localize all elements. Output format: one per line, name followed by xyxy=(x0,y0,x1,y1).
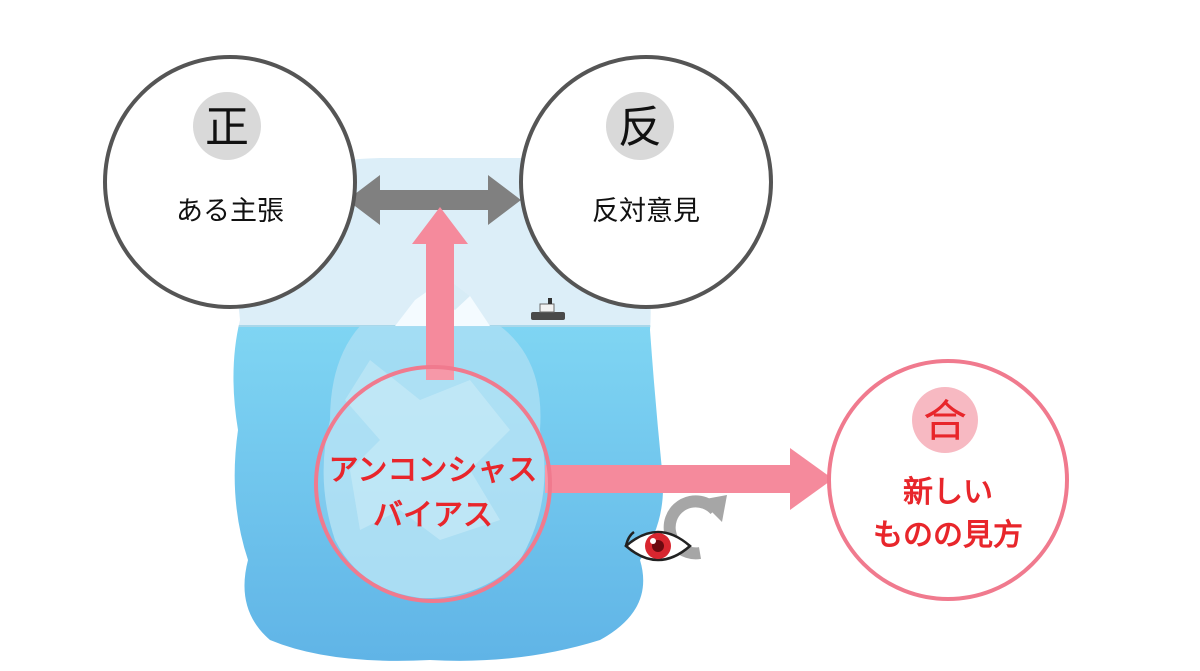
thesis-circle xyxy=(103,55,357,309)
thesis-label: ある主張 xyxy=(176,196,284,227)
synthesis-kanji-badge xyxy=(912,387,978,453)
right-arrow-icon xyxy=(545,448,833,510)
bias-circle xyxy=(314,365,552,603)
double-arrow-icon xyxy=(347,175,521,225)
bias-label-line2: バイアス xyxy=(373,498,493,533)
synthesis-kanji: 合 xyxy=(923,396,967,447)
up-arrow-icon xyxy=(412,207,468,380)
eye-icon xyxy=(624,530,692,562)
synthesis-node: 合 新しい ものの見方 xyxy=(827,359,1069,601)
antithesis-circle xyxy=(519,55,773,309)
antithesis-kanji-badge xyxy=(606,92,674,160)
bias-node: アンコンシャス バイアス xyxy=(314,365,552,603)
thesis-kanji: 正 xyxy=(205,102,249,153)
synthesis-circle xyxy=(827,359,1069,601)
ship-icon xyxy=(531,298,565,320)
thesis-kanji-badge xyxy=(193,92,261,160)
synthesis-label-line2: ものの見方 xyxy=(873,518,1023,553)
antithesis-node: 反 反対意見 xyxy=(519,55,773,309)
bias-label-line1: アンコンシャス xyxy=(329,453,538,488)
synthesis-label-line1: 新しい xyxy=(903,475,993,510)
antithesis-kanji: 反 xyxy=(618,102,662,153)
antithesis-label: 反対意見 xyxy=(592,196,700,227)
thesis-node: 正 ある主張 xyxy=(103,55,357,309)
